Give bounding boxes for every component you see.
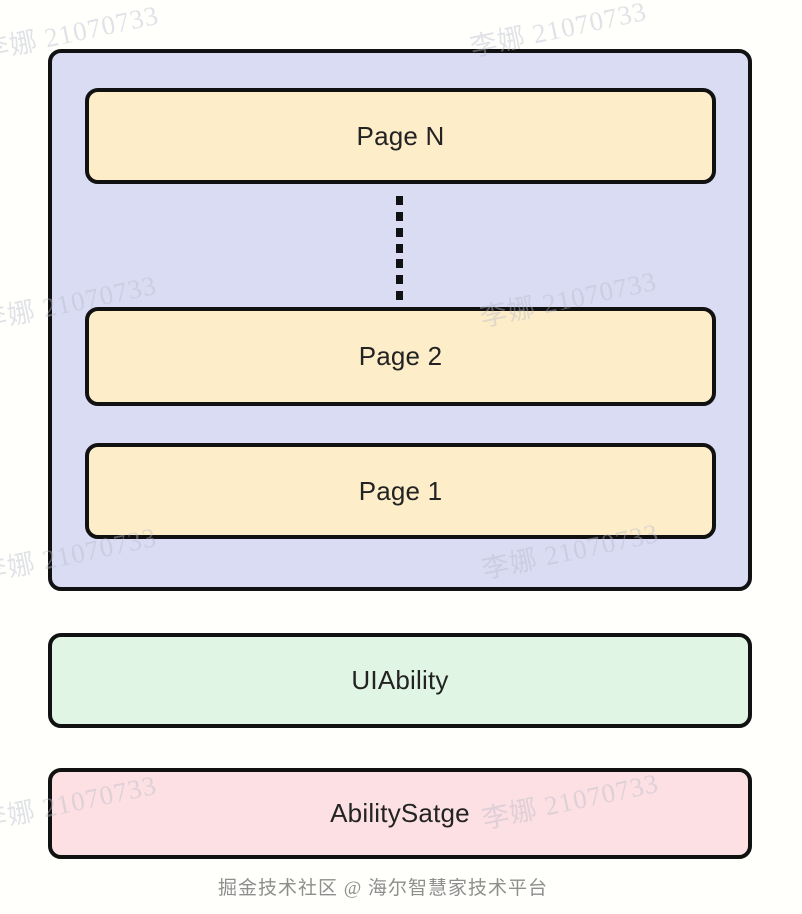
connector-dash [396, 259, 403, 269]
page-box-1: Page 1 [85, 443, 716, 539]
dotted-connector-icon [396, 196, 403, 300]
connector-dash [396, 243, 403, 253]
connector-dash [396, 211, 403, 221]
page-box-2: Page 2 [85, 307, 716, 406]
footer-credit: 掘金技术社区 @ 海尔智慧家技术平台 [218, 878, 548, 899]
page-1-label: Page 1 [358, 475, 443, 506]
connector-dash [396, 275, 403, 285]
connector-dash [396, 291, 403, 300]
page-n-label: Page N [356, 120, 445, 151]
connector-dash [396, 227, 403, 237]
connector-dash [396, 196, 403, 205]
uiability-box: UIAbility [48, 633, 752, 728]
page-2-label: Page 2 [358, 341, 443, 371]
uiability-label: UIAbility [351, 665, 449, 695]
page-box-n: Page N [85, 88, 716, 184]
abilitystage-label: AbilitySatge [330, 798, 470, 828]
abilitystage-box: AbilitySatge [48, 768, 752, 859]
